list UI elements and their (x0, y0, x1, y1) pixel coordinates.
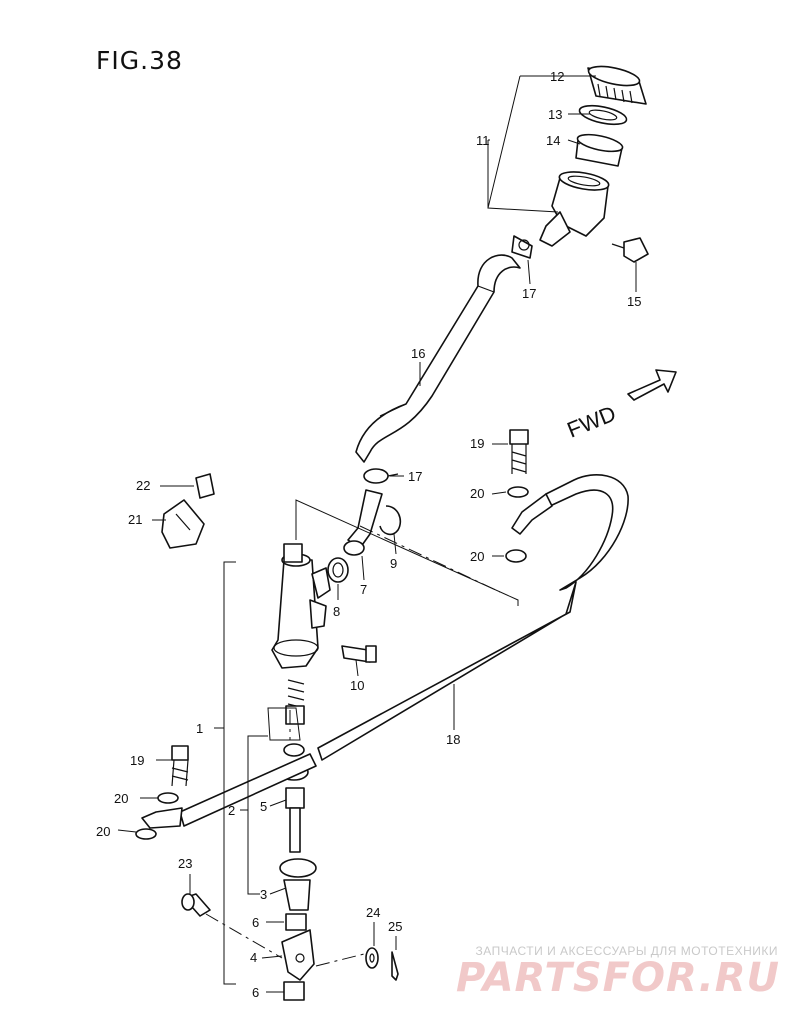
callout-4: 4 (250, 950, 257, 965)
callout-20-c: 20 (114, 791, 128, 806)
hose-guide[interactable] (161, 499, 205, 549)
watermark-brand: PARTSFOR.RU (455, 955, 780, 1001)
reservoir-cap[interactable] (587, 63, 647, 105)
callout-11: 11 (476, 133, 490, 148)
callout-20-a: 20 (470, 486, 484, 501)
callout-6-upper: 6 (252, 915, 259, 930)
washer[interactable] (365, 947, 379, 969)
callout-21: 21 (128, 512, 142, 527)
callout-23: 23 (178, 856, 192, 871)
callout-22: 22 (136, 478, 150, 493)
hose-clamp-lower[interactable] (363, 468, 399, 484)
callout-25: 25 (388, 919, 402, 934)
piston[interactable] (285, 787, 305, 853)
callout-7: 7 (360, 582, 367, 597)
callout-9: 9 (390, 556, 397, 571)
reservoir-connector[interactable] (343, 489, 383, 556)
callout-3: 3 (260, 887, 267, 902)
reservoir-diaphragm-plate[interactable] (578, 102, 628, 128)
gasket-2[interactable] (505, 549, 527, 563)
master-cylinder-body[interactable] (271, 543, 331, 669)
hose-clamp-upper[interactable] (511, 235, 533, 259)
push-rod-joint[interactable] (281, 929, 315, 981)
piston-boot[interactable] (283, 879, 311, 911)
banjo-bolt-upper[interactable] (341, 645, 377, 663)
reservoir-diaphragm[interactable] (575, 131, 624, 167)
callout-14: 14 (546, 133, 560, 148)
circlip[interactable] (379, 505, 402, 536)
callout-1: 1 (196, 721, 203, 736)
callout-17-lower: 17 (408, 469, 422, 484)
callout-10: 10 (350, 678, 364, 693)
hose-union-bolt-upper[interactable] (509, 429, 529, 474)
callout-19-lower: 19 (130, 753, 144, 768)
callout-12: 12 (550, 69, 564, 84)
gasket-4[interactable] (135, 828, 157, 840)
callout-20-b: 20 (470, 549, 484, 564)
nut-upper[interactable] (285, 913, 307, 931)
hose-guide-bolt[interactable] (195, 473, 215, 499)
callout-18: 18 (446, 732, 460, 747)
callout-20-d: 20 (96, 824, 110, 839)
forward-arrow-icon (627, 369, 677, 401)
gasket-1[interactable] (507, 486, 529, 498)
o-ring[interactable] (327, 557, 349, 583)
callout-16: 16 (411, 346, 425, 361)
callout-24: 24 (366, 905, 380, 920)
callout-13: 13 (548, 107, 562, 122)
callout-5: 5 (260, 799, 267, 814)
callout-2: 2 (228, 803, 235, 818)
piston-cup[interactable] (283, 743, 305, 757)
reservoir-bolt[interactable] (611, 237, 649, 263)
callout-6-lower: 6 (252, 985, 259, 1000)
callout-numbers: 12 13 11 14 15 17 16 17 19 20 20 22 21 7… (96, 69, 641, 1000)
clevis-pin[interactable] (181, 893, 211, 917)
figure-title: FIG.38 (96, 46, 183, 75)
master-cylinder-spring[interactable] (285, 679, 305, 725)
leader-lines (117, 75, 637, 993)
reservoir-body[interactable] (539, 169, 610, 247)
callout-19-upper: 19 (470, 436, 484, 451)
nut-lower[interactable] (283, 981, 305, 1001)
reservoir-hose[interactable] (355, 254, 521, 463)
watermark-caption: ЗАПЧАСТИ И АКСЕССУАРЫ ДЛЯ МОТОТЕХНИКИ (475, 944, 778, 958)
gasket-3[interactable] (157, 792, 179, 804)
cotter-pin[interactable] (391, 951, 399, 981)
callout-17-upper: 17 (522, 286, 536, 301)
fwd-label: FWD (564, 401, 620, 443)
piston-circlip[interactable] (279, 858, 317, 878)
callout-8: 8 (333, 604, 340, 619)
callout-15: 15 (627, 294, 641, 309)
hose-union-bolt-lower[interactable] (171, 745, 189, 787)
